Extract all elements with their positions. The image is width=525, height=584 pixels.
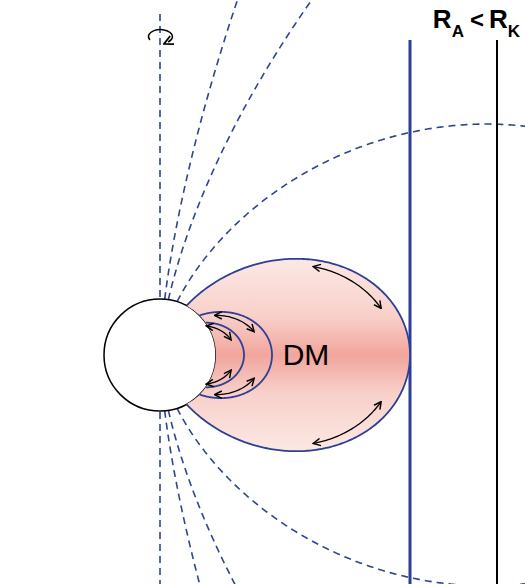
rotation-arrow xyxy=(148,30,172,42)
flow-arrow xyxy=(314,402,381,443)
radius-symbol: R xyxy=(433,4,452,35)
flow-arrow xyxy=(207,371,231,384)
closed-field-loop xyxy=(187,259,410,451)
radius-symbol: R xyxy=(489,4,508,35)
pink-region xyxy=(187,259,410,451)
alfven-radius-line xyxy=(409,40,412,584)
radius-comparison: RA<RK xyxy=(433,4,520,35)
rotation-axis xyxy=(159,14,161,298)
kepler-radius-line xyxy=(496,40,498,584)
closed-field-loop xyxy=(206,323,244,388)
subscript: K xyxy=(508,22,520,42)
flow-arrow xyxy=(215,379,253,395)
subscript: A xyxy=(452,22,464,42)
rotation-axis xyxy=(159,412,161,584)
open-field-lines xyxy=(165,0,525,584)
radius-symbol: < xyxy=(470,6,484,34)
closed-field-loop xyxy=(200,312,272,398)
flow-arrow xyxy=(215,315,253,331)
region-label: DM xyxy=(283,338,330,372)
flow-arrow xyxy=(207,326,231,339)
disk-magnetosphere: DM xyxy=(160,252,414,458)
flow-arrow xyxy=(314,267,381,308)
star xyxy=(104,299,216,411)
